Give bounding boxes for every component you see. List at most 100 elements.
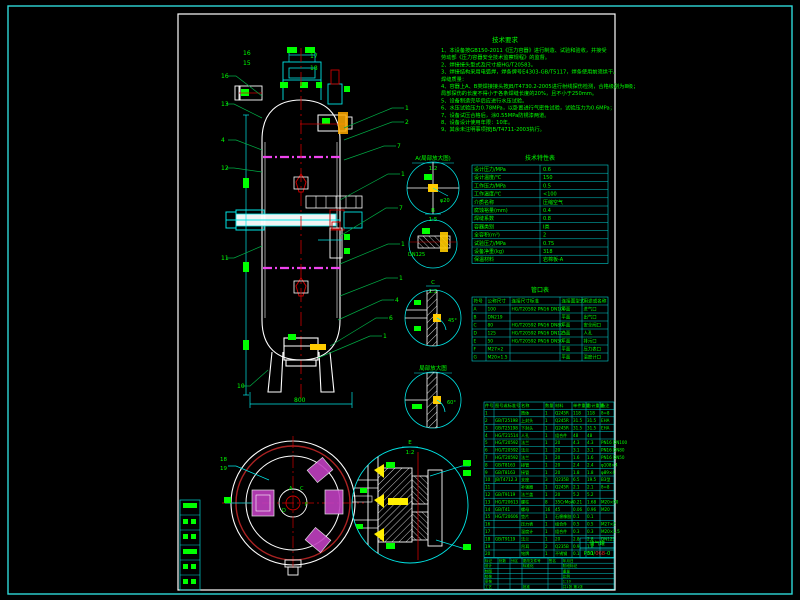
tb-r0-c5: 年月日 (563, 558, 574, 563)
tb-r0-c3: 更改文件号 (523, 558, 541, 563)
bom-r0-c2: 筒体 (521, 410, 529, 416)
detail-view-a[interactable]: A(局部放大图) 1:2 φ20 (406, 154, 460, 215)
bom-r15-c6: 0.5 (587, 522, 594, 527)
bom-r2-c2: 下封头 (521, 424, 533, 430)
left-dimension-chain (243, 114, 249, 396)
bom-r15-c4: 组合件 (555, 521, 567, 527)
spec-label-10: 设备净重(kg) (474, 248, 504, 255)
bom-r18-c6: 1.8 (587, 544, 594, 549)
bom-r4-c0: 5 (485, 440, 488, 445)
bom-r1-c3: 1 (545, 418, 548, 423)
plan-view[interactable]: 18 19 A C F D (220, 436, 364, 576)
bom-r9-c1: JB/T4712.3 (494, 477, 518, 482)
tb-r1-c0: 设计 (485, 563, 493, 568)
main-elevation-view[interactable]: 800 (221, 47, 409, 408)
bom-r19-c0: 20 (485, 551, 491, 556)
nozzle-r3-c0: D (474, 331, 478, 337)
bom-r9-c2: 支座 (521, 476, 529, 482)
spec-value-0: 0.6 (543, 167, 551, 173)
bom-r7-c6: 2.4 (587, 462, 594, 467)
drawing-no-box (579, 547, 615, 559)
tb-r0-c2: 分区 (511, 558, 519, 563)
nozzle-r4-c4: 排污口 (584, 338, 597, 345)
nozzle-r0-c3: 平面 (562, 307, 571, 313)
svg-text:12: 12 (221, 165, 229, 172)
bom-r14-c5: 0.1 (573, 514, 580, 519)
spec-value-10: 318 (543, 249, 553, 255)
inner-border (177, 13, 616, 591)
nozzle-r6-c0: G (474, 355, 478, 361)
nozzle-r1-c1: DN219 (488, 315, 503, 321)
tb-r3-c5: 比例 (563, 574, 571, 579)
detail-view-e[interactable]: E 1:2 (351, 440, 471, 564)
spec-label-11: 保温材料 (474, 256, 494, 263)
bom-r15-c5: 0.5 (573, 522, 580, 527)
notes-lines: 1、本设备按GB150-2011《压力容器》进行制造、试验和验收，并接受 劳动部… (441, 46, 638, 133)
bom-r10-c0: 11 (485, 485, 491, 490)
bom-r16-c0: 17 (485, 529, 491, 534)
bom-r5-c4: 20 (555, 448, 561, 453)
note-line-7: 局部探伤的长度不得小于各条焊缝长度的20%，且不小于250mm。 (441, 89, 597, 97)
detail-b-content (409, 228, 457, 252)
spec-label-6: 焊缝系数 (474, 215, 494, 222)
nozzle-r6-c3: 平面 (562, 355, 571, 361)
bom-r2-c1: GB/T25198 (495, 425, 518, 430)
svg-text:2: 2 (405, 119, 409, 126)
bom-r9-c6: 19.5 (587, 477, 597, 482)
svg-text:15: 15 (243, 60, 251, 67)
spec-value-1: 150 (543, 175, 553, 181)
bom-r3-c4: 组合件 (555, 432, 567, 438)
bom-r10-c5: 2.1 (573, 485, 580, 490)
note-line-1: 1、本设备按GB150-2011《压力容器》进行制造、试验和验收，并接受 (441, 46, 607, 54)
bom-r3-c1: HG/T21514 (495, 433, 519, 438)
svg-text:16: 16 (221, 73, 229, 80)
note-line-10: 7、设备试压合格后，涂0.55MPa防锈漆两道。 (441, 111, 549, 119)
detail-view-d[interactable]: 局部放大图 60° (404, 364, 462, 429)
detail-view-c[interactable]: C 1:2 45° (404, 280, 462, 347)
bom-r11-c1: GB/T9119 (495, 492, 516, 497)
note-line-12: 9、其余未注明事项按JB/T4711-2003执行。 (441, 125, 545, 133)
bom-r9-c5: 6.5 (573, 477, 580, 482)
bom-r19-c2: 铭牌 (521, 550, 529, 556)
bom-r9-c7: B3型 (601, 476, 611, 482)
bom-r6-c1: HG/T20592 (495, 455, 519, 460)
bom-r7-c1: GB/T8163 (495, 462, 516, 467)
bom-r19-c4: 不锈钢 (555, 550, 567, 556)
bom-r13-c0: 14 (485, 507, 491, 512)
bom-r11-c5: 5.2 (573, 492, 580, 497)
internal-tray (305, 195, 363, 209)
svg-text:1: 1 (401, 241, 405, 248)
svg-text:10: 10 (237, 383, 245, 390)
bom-r0-c0: 1 (485, 411, 488, 416)
bom-r5-c6: 3.1 (587, 448, 594, 453)
bom-r9-c0: 10 (485, 477, 491, 482)
bom-r9-c3: 3 (545, 477, 548, 482)
bom-r17-c0: 18 (485, 536, 491, 541)
bom-r13-c6: 0.96 (587, 507, 597, 512)
note-line-4: 3、焊接结构采用电弧焊，焊条牌号E4303-GB/T5117，焊条使用前须烘干。 (441, 68, 618, 76)
detail-b-title: B (431, 208, 435, 214)
detail-view-b[interactable]: B 1:5 DN125 (408, 208, 458, 269)
bom-r6-c4: 20 (555, 455, 561, 460)
note-line-3: 2、焊接接头型式及尺寸按HG/T20583。 (441, 60, 536, 68)
bom-r2-c7: EHA (601, 425, 610, 430)
bom-r5-c7: PN16 DN80 (601, 448, 625, 453)
balloon-leaders (226, 75, 404, 387)
plan-tag-19: 19 (220, 466, 227, 472)
bom-r7-c3: 1 (545, 462, 548, 467)
note-line-8: 5、设备制造完毕后应进行水压试验。 (441, 96, 527, 104)
bom-r13-c3: 16 (545, 507, 551, 512)
bom-r8-c4: 20 (555, 470, 561, 475)
bom-r4-c2: 法兰 (521, 439, 529, 445)
bom-r11-c4: 20 (555, 492, 561, 497)
nozzle-header-0: 符号 (474, 298, 484, 305)
nozzle-r5-c4: 压力表口 (584, 346, 602, 353)
bom-r4-c4: 20 (555, 440, 561, 445)
